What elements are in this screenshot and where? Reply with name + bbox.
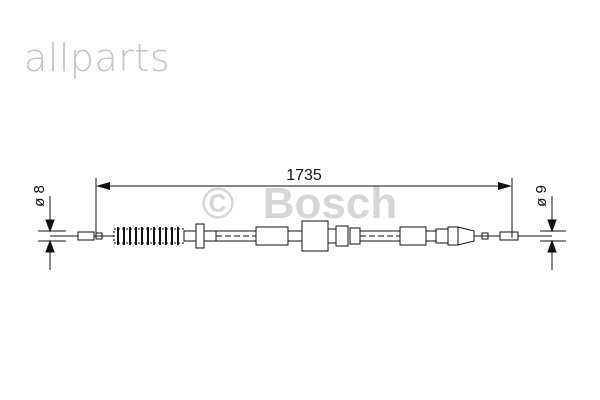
- right-diameter-marker: [540, 196, 566, 270]
- cable-assembly: [50, 220, 552, 252]
- bellows-collar: [183, 230, 197, 242]
- copyright-symbol: ©: [202, 179, 234, 228]
- clamp-block: [335, 225, 349, 247]
- sheath-sleeve-1: [255, 226, 289, 246]
- bellows-boot: [113, 227, 185, 245]
- right-diameter-label: ø 9: [533, 185, 550, 207]
- arrowhead-right-icon: [498, 182, 512, 190]
- arrowhead-left-icon: [96, 182, 110, 190]
- sheath-sleeve-2: [399, 226, 427, 246]
- allparts-logo: allparts: [24, 36, 171, 80]
- left-diameter-label: ø 8: [31, 185, 48, 207]
- watermark-text: Bosch: [263, 179, 397, 228]
- end-cone: [457, 226, 475, 246]
- bosch-watermark: © Bosch: [202, 179, 397, 228]
- left-end-ferrule: [77, 231, 95, 241]
- left-diameter-marker: [38, 196, 66, 270]
- nut-hex: [349, 227, 361, 245]
- length-dimension: [95, 178, 513, 238]
- right-end-ferrule: [499, 231, 519, 241]
- length-label: 1735: [286, 167, 322, 184]
